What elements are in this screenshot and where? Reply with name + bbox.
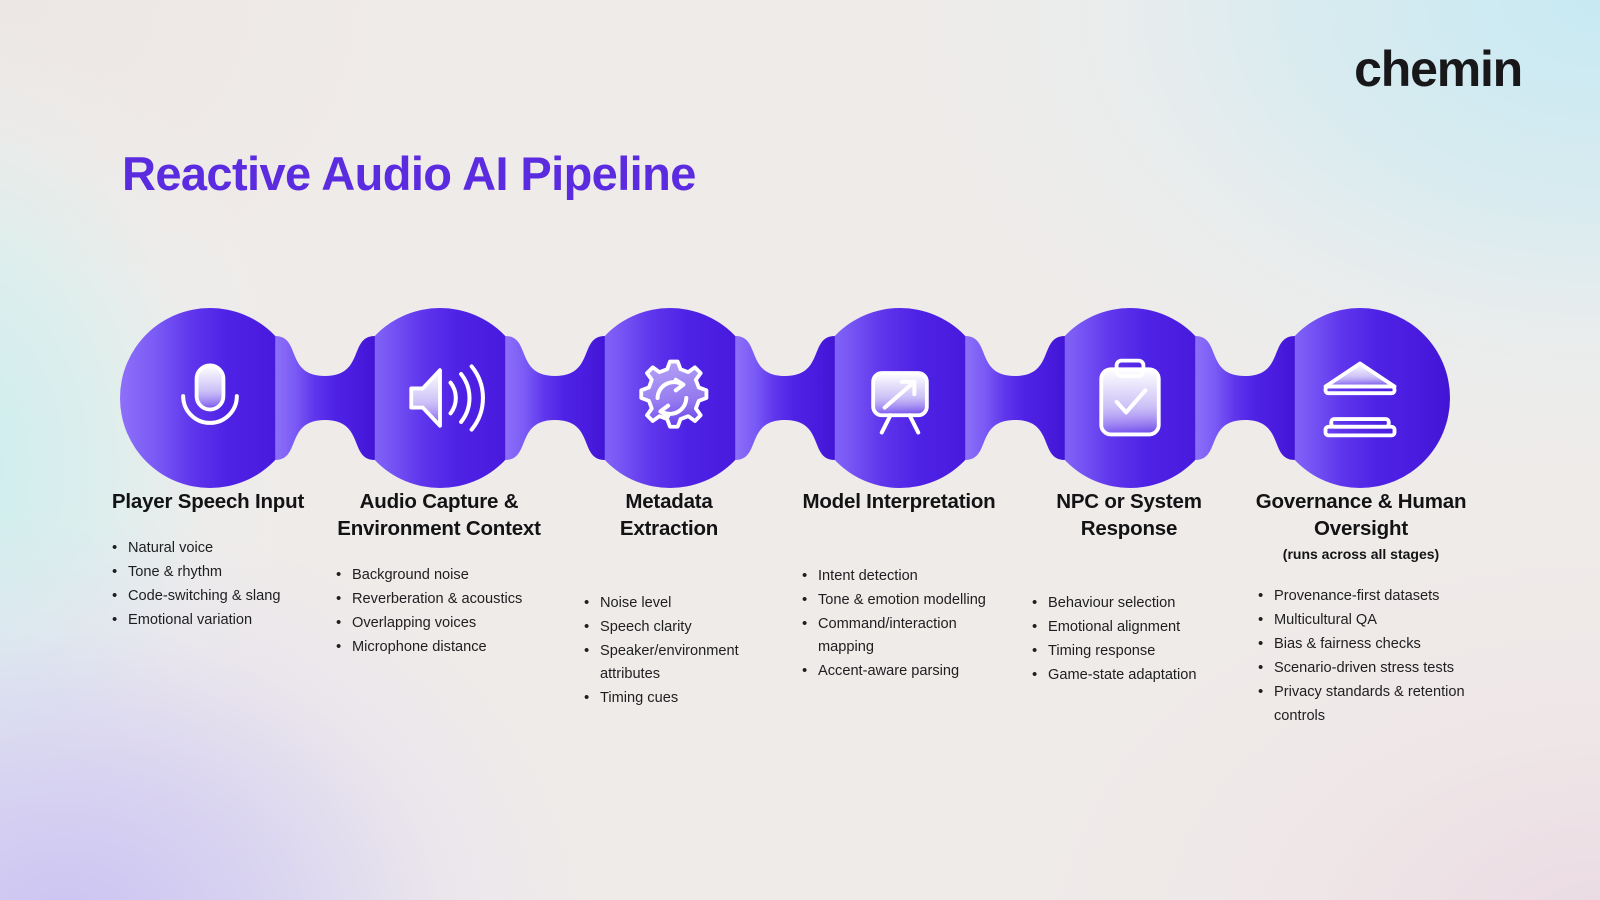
stage-bullet-list: Intent detection Tone & emotion modellin… — [796, 564, 1002, 683]
stage-column-metadata-extraction: Metadata Extraction Noise level Speech c… — [578, 488, 760, 711]
stage-column-npc-or-system-response: NPC or System Response Behaviour selecti… — [1026, 488, 1232, 688]
list-item: Overlapping voices — [336, 611, 548, 635]
list-item: Emotional variation — [112, 608, 308, 632]
list-item: Behaviour selection — [1032, 591, 1232, 615]
stage-column-player-speech-input: Player Speech Input Natural voice Tone &… — [108, 488, 308, 633]
pipeline-chain — [120, 308, 1460, 488]
list-item: Command/interaction mapping — [802, 612, 1002, 659]
list-item: Timing cues — [584, 686, 760, 710]
stage-bullet-list: Natural voice Tone & rhythm Code-switchi… — [108, 536, 308, 632]
list-item: Noise level — [584, 591, 760, 615]
list-item: Speech clarity — [584, 615, 760, 639]
pipeline-chain-svg — [120, 308, 1450, 488]
list-item: Bias & fairness checks — [1258, 632, 1470, 656]
list-item: Accent-aware parsing — [802, 659, 1002, 683]
list-item: Timing response — [1032, 639, 1232, 663]
stage-column-model-interpretation: Model Interpretation Intent detection To… — [796, 488, 1002, 684]
stage-title: Player Speech Input — [111, 490, 305, 513]
list-item: Scenario-driven stress tests — [1258, 656, 1470, 680]
list-item: Intent detection — [802, 564, 1002, 588]
stage-title: Governance & Human Oversight — [1255, 490, 1467, 541]
list-item: Privacy standards & retention controls — [1258, 680, 1470, 727]
list-item: Provenance-first datasets — [1258, 584, 1470, 608]
gear-refresh-icon — [580, 308, 760, 488]
list-item: Microphone distance — [336, 635, 548, 659]
presentation-chart-icon — [810, 308, 990, 488]
page-title: Reactive Audio AI Pipeline — [122, 147, 696, 200]
list-item: Multicultural QA — [1258, 608, 1470, 632]
list-item: Emotional alignment — [1032, 615, 1232, 639]
list-item: Game-state adaptation — [1032, 663, 1232, 687]
stage-bullet-list: Noise level Speech clarity Speaker/envir… — [578, 591, 760, 710]
stage-title: Model Interpretation — [802, 490, 996, 513]
stage-title: Audio Capture & Environment Context — [337, 490, 541, 541]
list-item: Tone & emotion modelling — [802, 588, 1002, 612]
speaker-volume-icon — [350, 308, 530, 488]
list-item: Natural voice — [112, 536, 308, 560]
list-item: Speaker/environment attributes — [584, 639, 760, 686]
clipboard-check-icon — [1040, 308, 1220, 488]
list-item: Code-switching & slang — [112, 584, 308, 608]
bank-institution-icon — [1270, 308, 1450, 488]
stage-title: NPC or System Response — [1056, 490, 1202, 541]
stage-columns: Player Speech Input Natural voice Tone &… — [0, 488, 1600, 818]
stage-title: Metadata Extraction — [619, 490, 719, 541]
microphone-icon — [120, 308, 300, 488]
stage-bullet-list: Provenance-first datasets Multicultural … — [1252, 584, 1470, 727]
stage-subtitle: (runs across all stages) — [1282, 546, 1440, 563]
brand-logo: chemin — [1354, 41, 1523, 97]
list-item: Reverberation & acoustics — [336, 587, 548, 611]
list-item: Background noise — [336, 563, 548, 587]
stage-bullet-list: Background noise Reverberation & acousti… — [330, 563, 548, 659]
list-item: Tone & rhythm — [112, 560, 308, 584]
stage-column-governance-human-oversight: Governance & Human Oversight (runs acros… — [1252, 488, 1470, 729]
stage-bullet-list: Behaviour selection Emotional alignment … — [1026, 591, 1232, 687]
stage-column-audio-capture-environment-context: Audio Capture & Environment Context Back… — [330, 488, 548, 660]
